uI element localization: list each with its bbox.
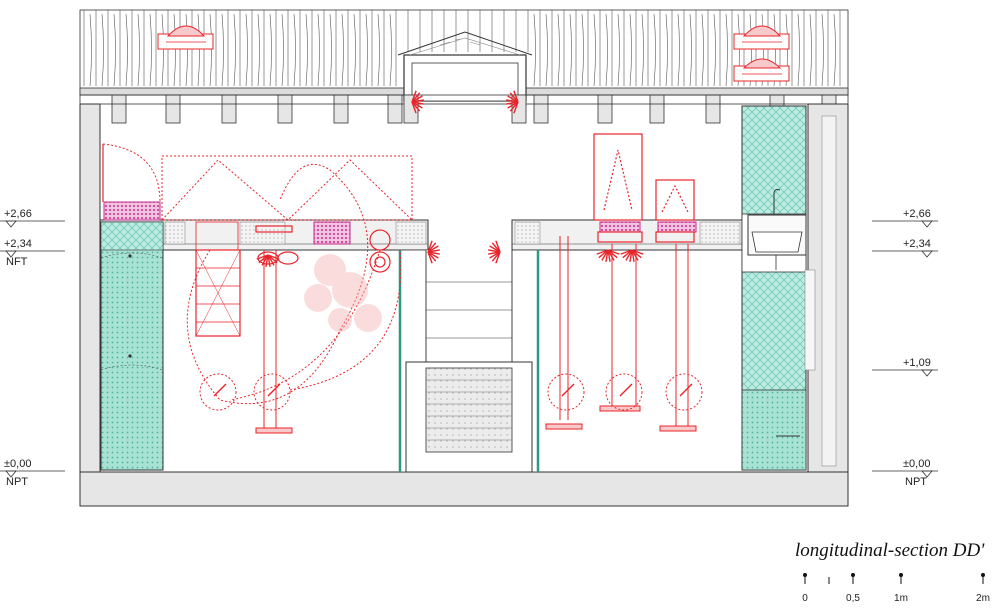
level-marker-left: +2,66 [0,208,65,228]
level-marker-right: +1,09 [872,357,938,377]
level-marker-right: +2,34 [872,238,938,258]
roof-beam-line [79,94,849,105]
svg-text:+2,34: +2,34 [4,238,32,250]
ground-slab [79,471,849,507]
left-wall [79,103,101,473]
scale-tick: 0 [802,573,808,604]
svg-text:±0,00: ±0,00 [903,458,930,470]
knob-circle [253,373,291,411]
svg-text:+2,66: +2,66 [4,208,32,220]
scale-tick: 2m [976,573,990,604]
light-bursts [256,90,644,267]
skylight-left [157,25,214,50]
tree-shadow [304,254,382,332]
light-burst [427,240,440,264]
rafter-stub [111,94,127,124]
light-burst [596,249,620,262]
svg-text:0: 0 [802,593,808,604]
light-burst [620,249,644,262]
rafter-stub [533,94,549,124]
rafter-stub [649,94,665,124]
svg-text:NPT: NPT [6,476,28,488]
svg-text:±0,00: ±0,00 [4,458,31,470]
rafter-stub [705,94,721,124]
washbasin [747,189,807,270]
staircase [398,249,540,473]
light-burst [506,90,519,114]
bathroom-tiled-wall [741,105,816,471]
hanging-frames [255,236,697,434]
level-marker-right: +2,66 [872,208,938,228]
svg-text:NPT: NPT [905,476,927,488]
svg-text:+1,09: +1,09 [903,357,931,369]
light-burst [256,254,280,267]
scale-tick: 1m [894,573,908,604]
rotation-knobs [199,373,703,411]
knob-circle [199,373,237,411]
mezzanine-slab-right [511,219,743,251]
red-folding-solid [102,133,695,337]
rafter-stub [221,94,237,124]
scale-bar: 0 0,5 1m 2m [802,573,990,604]
svg-text:1m: 1m [894,593,908,604]
skylight-right-lower [733,58,790,82]
left-teal-cabinet [100,221,164,471]
drawing-title: longitudinal-section DD' [795,540,985,561]
knob-handle [561,383,575,397]
rafter-stub [597,94,613,124]
knob-circle [547,373,585,411]
rafter-stub [333,94,349,124]
rafter-stub [277,94,293,124]
light-burst [411,90,424,114]
svg-text:+2,66: +2,66 [903,208,931,220]
light-burst [488,240,501,264]
knob-handle [267,383,281,397]
rafter-stub [387,94,403,124]
knob-handle [619,383,633,397]
rafter-stub [165,94,181,124]
red-folding-diagram [102,143,413,405]
svg-text:+2,34: +2,34 [903,238,931,250]
knob-handle [679,383,693,397]
knob-circle [665,373,703,411]
svg-text:NFT: NFT [6,256,28,268]
svg-text:0,5: 0,5 [846,593,860,604]
svg-text:2m: 2m [976,593,990,604]
skylight-right-upper [733,25,790,50]
knob-handle [213,383,227,397]
knob-circle [605,373,643,411]
scale-tick: 0,5 [846,573,860,604]
